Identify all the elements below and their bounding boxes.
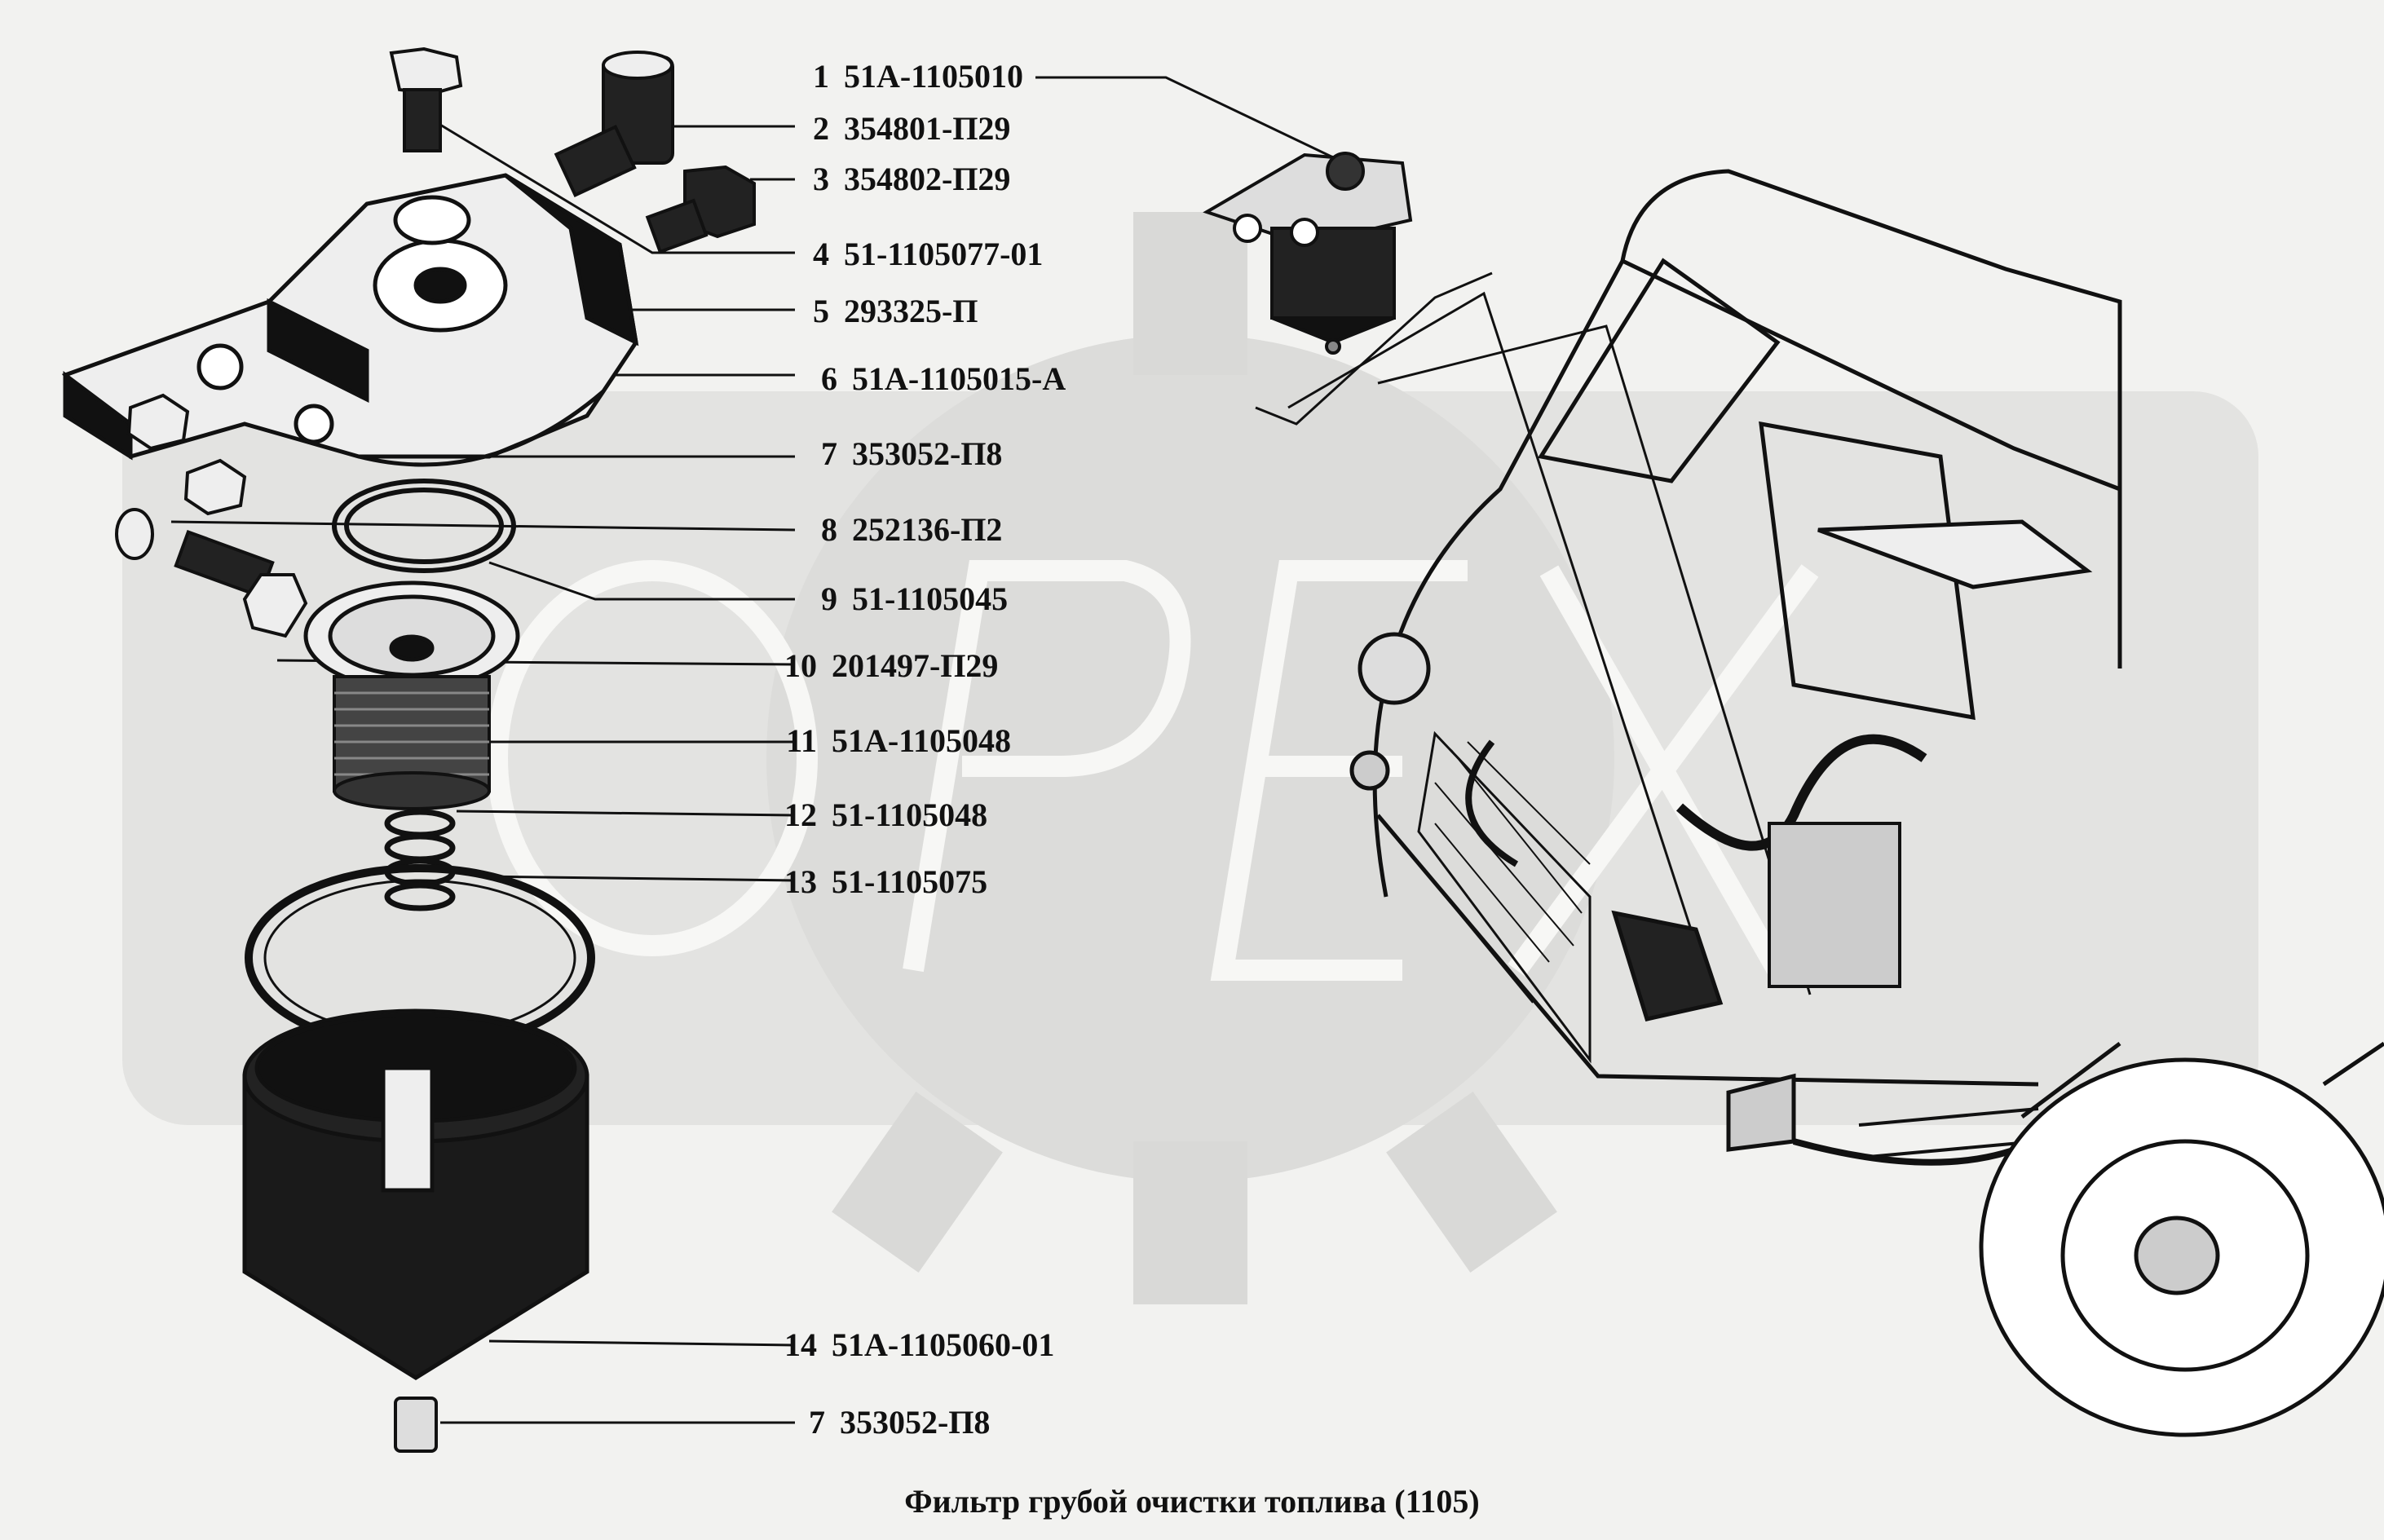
fitting-part-3	[645, 165, 756, 254]
part-callout-11: 11 51А-1105048	[775, 723, 1011, 759]
filter-head-part-6	[61, 173, 639, 467]
part-number: 12	[784, 796, 817, 833]
watermark-text	[487, 560, 1819, 981]
part-callout-8: 8 252136-П2	[795, 512, 1002, 548]
part-code: 51А-1105010	[844, 58, 1023, 95]
filter-disc-part-9	[303, 580, 520, 691]
part-callout-5: 5 293325-П	[787, 293, 978, 329]
part-code: 353052-П8	[852, 435, 1003, 472]
callout-bracket	[1255, 271, 1493, 426]
part-code: 51-1105075	[832, 863, 988, 900]
part-number: 10	[784, 647, 817, 684]
part-number: 14	[784, 1326, 817, 1363]
part-code: 51-1105045	[852, 580, 1009, 617]
part-number: 7	[809, 1404, 825, 1441]
filter-assembly-part-1	[1203, 152, 1413, 355]
part-callout-1: 1 51А-1105010	[787, 59, 1023, 95]
part-number: 3	[813, 161, 829, 197]
part-number: 1	[813, 58, 829, 95]
part-callout-7: 7 353052-П8	[795, 436, 1002, 472]
drain-plug-part-7-lower	[394, 1397, 438, 1453]
part-callout-14: 14 51А-1105060-01	[775, 1327, 1054, 1363]
part-number: 5	[813, 293, 829, 329]
part-callout-12: 12 51-1105048	[775, 797, 987, 833]
part-number: 7	[821, 435, 837, 472]
part-code: 51-1105077-01	[844, 236, 1044, 272]
drain-plug-part-7-upper	[126, 393, 247, 516]
part-code: 51А-1105060-01	[832, 1326, 1055, 1363]
part-code: 252136-П2	[852, 511, 1003, 548]
part-number: 8	[821, 511, 837, 548]
bolt-part-4	[389, 46, 463, 152]
part-code: 354802-П29	[844, 161, 1011, 197]
part-callout-2: 2 354801-П29	[787, 111, 1010, 147]
elbow-part-2	[554, 51, 674, 197]
part-code: 201497-П29	[832, 647, 999, 684]
part-number: 9	[821, 580, 837, 617]
part-callout-13: 13 51-1105075	[775, 864, 987, 900]
filter-element-part-11	[333, 675, 491, 810]
part-callout-6: 6 51А-1105015-А	[795, 361, 1066, 397]
part-code: 354801-П29	[844, 110, 1011, 147]
bolt-part-10	[115, 508, 308, 638]
part-callout-4: 4 51-1105077-01	[787, 236, 1043, 272]
gasket-part-8	[332, 479, 516, 573]
vehicle-cab-sketch	[1349, 169, 2384, 1437]
part-number: 4	[813, 236, 829, 272]
part-number: 2	[813, 110, 829, 147]
part-code: 353052-П8	[840, 1404, 991, 1441]
part-code: 51-1105048	[832, 796, 988, 833]
part-code: 51А-1105015-А	[852, 360, 1066, 397]
part-number: 13	[784, 863, 817, 900]
diagram-caption: Фильтр грубой очистки топлива (1105)	[904, 1483, 1480, 1520]
part-number: 11	[786, 722, 817, 759]
part-callout-3: 3 354802-П29	[787, 161, 1010, 197]
part-callout-15: 7 353052-П8	[783, 1405, 990, 1441]
part-code: 293325-П	[844, 293, 978, 329]
bowl-part-14	[242, 1008, 589, 1380]
part-number: 6	[821, 360, 837, 397]
part-code: 51А-1105048	[832, 722, 1011, 759]
part-callout-10: 10 201497-П29	[775, 648, 998, 684]
part-callout-9: 9 51-1105045	[795, 581, 1008, 617]
